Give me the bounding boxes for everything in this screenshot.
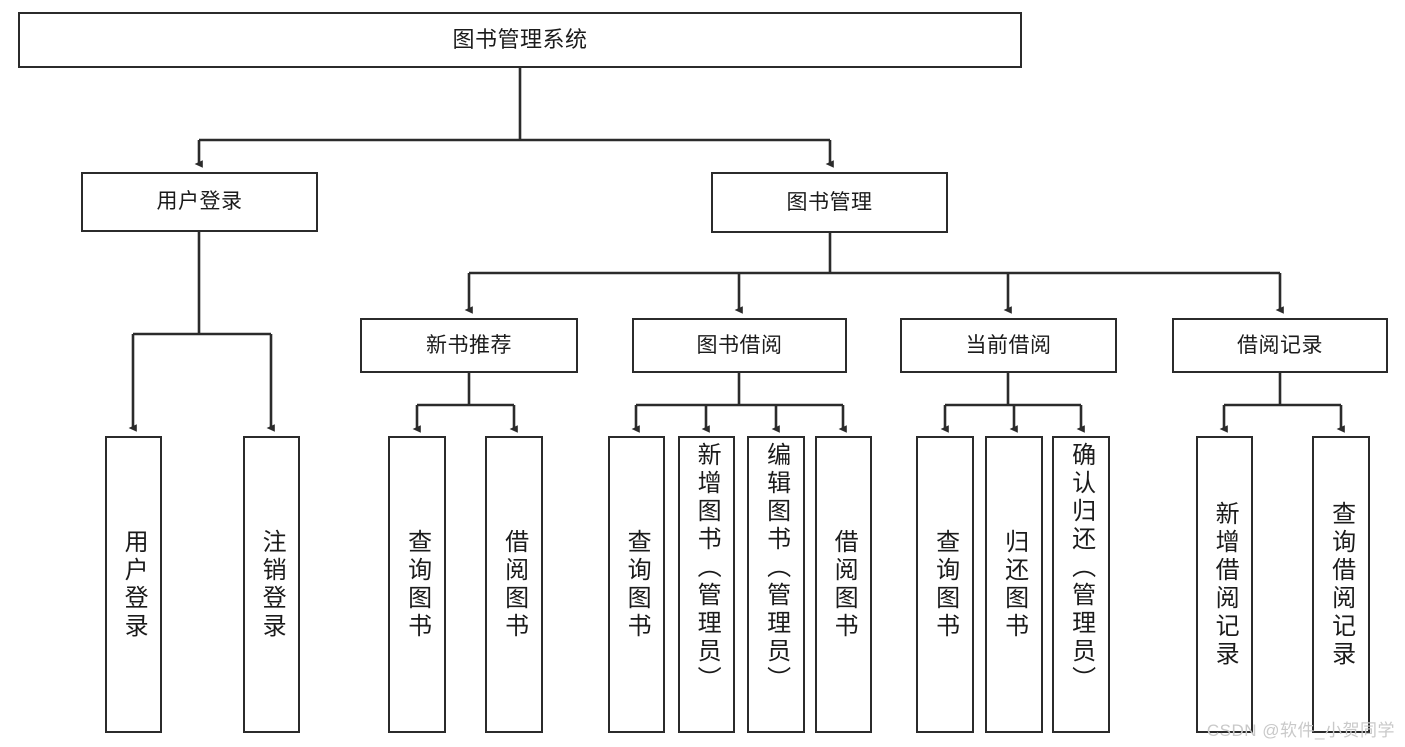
node-label: 查询图书	[403, 528, 431, 641]
leaf-current-borrow-confirm-return-admin[interactable]: 确认归还（管理员）	[1052, 436, 1110, 733]
node-new-book-recommendation[interactable]: 新书推荐	[360, 318, 578, 373]
leaf-new-book-query-books[interactable]: 查询图书	[388, 436, 446, 733]
node-label: 查询图书	[623, 528, 651, 641]
node-label: 确认归还（管理员）	[1067, 442, 1095, 694]
node-label: 查询图书	[931, 528, 959, 641]
leaf-borrow-record-query-record[interactable]: 查询借阅记录	[1312, 436, 1370, 733]
node-label: 用户登录	[156, 190, 243, 214]
node-label: 查询借阅记录	[1327, 500, 1355, 669]
node-label: 借阅图书	[830, 528, 858, 641]
node-book-borrowing[interactable]: 图书借阅	[632, 318, 847, 373]
leaf-borrow-record-add-record[interactable]: 新增借阅记录	[1196, 436, 1253, 733]
node-label: 图书管理	[786, 190, 873, 214]
node-label: 新增图书（管理员）	[693, 442, 721, 694]
leaf-user-login-signout[interactable]: 注销登录	[243, 436, 300, 733]
node-label: 当前借阅	[965, 333, 1052, 357]
node-label: 归还图书	[1000, 528, 1028, 641]
node-user-login[interactable]: 用户登录	[81, 172, 318, 232]
node-label: 图书借阅	[696, 333, 783, 357]
leaf-new-book-borrow-books[interactable]: 借阅图书	[485, 436, 543, 733]
node-root-book-management-system[interactable]: 图书管理系统	[18, 12, 1022, 68]
csdn-watermark: CSDN @软件_小贺同学	[1206, 721, 1395, 740]
node-label: 新增借阅记录	[1211, 500, 1239, 669]
leaf-current-borrow-query-books[interactable]: 查询图书	[916, 436, 974, 733]
node-label: 图书管理系统	[452, 26, 588, 52]
leaf-current-borrow-return-books[interactable]: 归还图书	[985, 436, 1043, 733]
leaf-book-borrow-edit-book-admin[interactable]: 编辑图书（管理员）	[747, 436, 805, 733]
node-label: 借阅记录	[1237, 333, 1323, 357]
node-label: 注销登录	[258, 528, 286, 641]
node-label: 编辑图书（管理员）	[762, 442, 790, 694]
node-borrowing-records[interactable]: 借阅记录	[1172, 318, 1388, 373]
node-label: 新书推荐	[426, 333, 512, 357]
node-book-management[interactable]: 图书管理	[711, 172, 948, 233]
node-current-borrowing[interactable]: 当前借阅	[900, 318, 1117, 373]
leaf-book-borrow-borrow-books[interactable]: 借阅图书	[815, 436, 872, 733]
leaf-book-borrow-add-book-admin[interactable]: 新增图书（管理员）	[678, 436, 735, 733]
leaf-book-borrow-query-books[interactable]: 查询图书	[608, 436, 665, 733]
node-label: 用户登录	[120, 528, 148, 641]
leaf-user-login-signin[interactable]: 用户登录	[105, 436, 162, 733]
node-label: 借阅图书	[500, 528, 528, 641]
